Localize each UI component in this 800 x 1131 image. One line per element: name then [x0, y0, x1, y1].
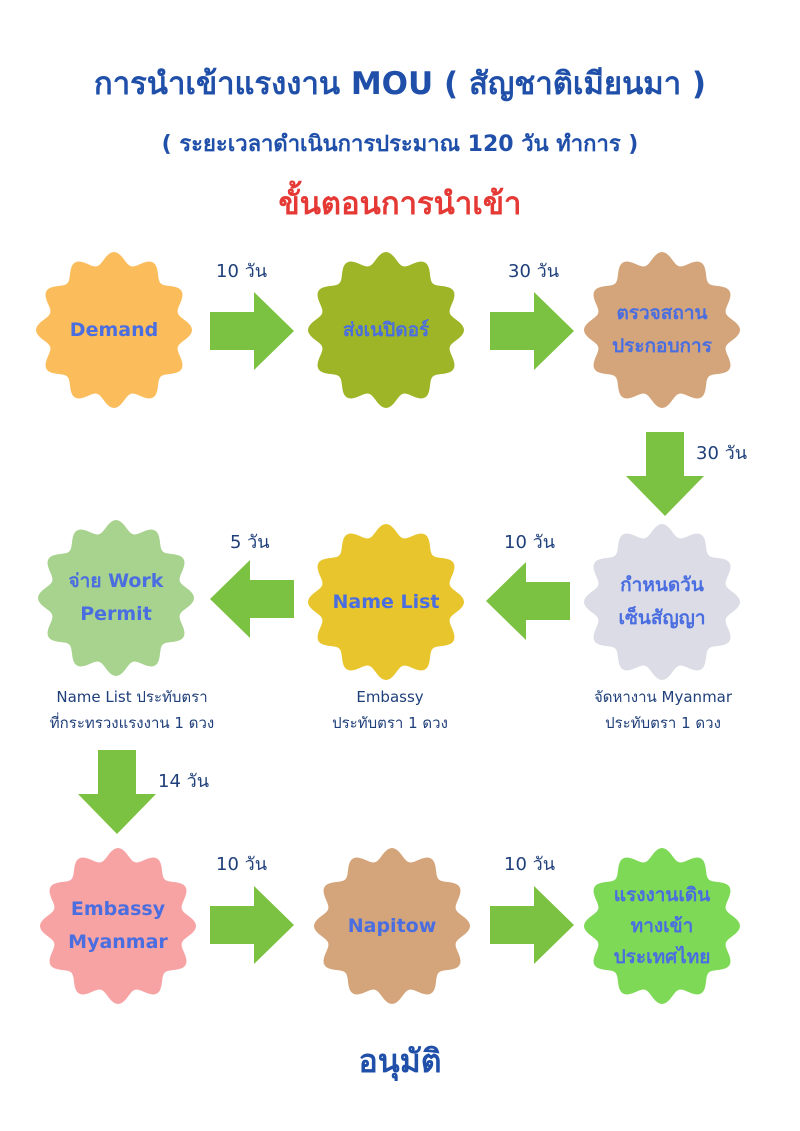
duration-label: 10 วัน	[504, 854, 556, 875]
note-doe-myanmar-stamp: จัดหางาน Myanmar ประทับตรา 1 ดวง	[593, 688, 733, 732]
page-title: การนำเข้าแรงงาน MOU ( สัญชาติเมียนมา )	[93, 66, 707, 102]
step-naypyidaw-submit-label: ส่งเนปิดอร์	[342, 318, 430, 341]
step-badge-shape	[308, 524, 464, 680]
page-subtitle: ( ระยะเวลาดำเนินการประมาณ 120 วัน ทำการ …	[161, 132, 639, 157]
step-badge-shape	[38, 520, 194, 676]
note-name-list-stamp: Name List ประทับตรา ที่กระทรวงแรงงาน 1 ด…	[49, 688, 215, 732]
step-demand: Demand	[34, 250, 194, 410]
step-work-permit-line1: จ่าย Work	[68, 570, 164, 592]
step-badge-shape	[308, 252, 464, 408]
step-name-list-label: Name List	[332, 590, 440, 613]
step-badge-shape	[584, 524, 740, 680]
step-demand-label: Demand	[69, 318, 159, 341]
step-enter-thailand: แรงงานเดินทางเข้าประเทศไทย	[582, 846, 742, 1006]
arrow-left-icon	[486, 562, 570, 640]
step-enter-thailand-line2: ทางเข้า	[630, 914, 694, 937]
step-work-permit-line2: Permit	[80, 603, 152, 625]
duration-label: 5 วัน	[230, 532, 270, 553]
step-contract-date: กำหนดวันเซ็นสัญญา	[582, 522, 742, 682]
duration-label: 10 วัน	[216, 261, 268, 282]
arrow-right-icon	[210, 292, 294, 370]
step-napitow: Napitow	[312, 846, 472, 1006]
step-enter-thailand-line1: แรงงานเดิน	[613, 883, 711, 906]
step-badge-shape	[584, 848, 740, 1004]
step-naypyidaw-submit: ส่งเนปิดอร์	[306, 250, 466, 410]
arrow-right-icon	[210, 886, 294, 964]
step-badge-shape	[36, 252, 192, 408]
duration-label: 30 วัน	[696, 443, 748, 464]
duration-label: 10 วัน	[216, 854, 268, 875]
step-badge-shape	[584, 252, 740, 408]
arrow-right-icon	[490, 886, 574, 964]
section-heading: ขั้นตอนการนำเข้า	[278, 186, 522, 222]
arrow-right-icon	[490, 292, 574, 370]
note-embassy-stamp: Embassy ประทับตรา 1 ดวง	[332, 688, 448, 732]
arrow-down-icon	[78, 750, 156, 834]
arrow-left-icon	[210, 560, 294, 638]
step-enter-thailand-line3: ประเทศไทย	[613, 945, 711, 968]
step-napitow-label: Napitow	[347, 914, 437, 937]
duration-label: 10 วัน	[504, 532, 556, 553]
step-badge-shape	[40, 848, 196, 1004]
duration-label: 30 วัน	[508, 261, 560, 282]
step-contract-date-line1: กำหนดวัน	[620, 574, 704, 596]
duration-label: 14 วัน	[158, 771, 210, 792]
arrow-down-icon	[626, 432, 704, 516]
step-inspect-business: ตรวจสถานประกอบการ	[582, 250, 742, 410]
step-badge-shape	[314, 848, 470, 1004]
step-embassy-myanmar-line2: Myanmar	[68, 931, 168, 953]
approval-label: อนุมัติ	[358, 1042, 442, 1080]
step-inspect-business-line1: ตรวจสถาน	[616, 302, 708, 324]
step-inspect-business-line2: ประกอบการ	[612, 335, 712, 357]
step-name-list: Name List	[306, 522, 466, 682]
step-contract-date-line2: เซ็นสัญญา	[618, 607, 706, 629]
step-embassy-myanmar-line1: Embassy	[70, 898, 166, 920]
